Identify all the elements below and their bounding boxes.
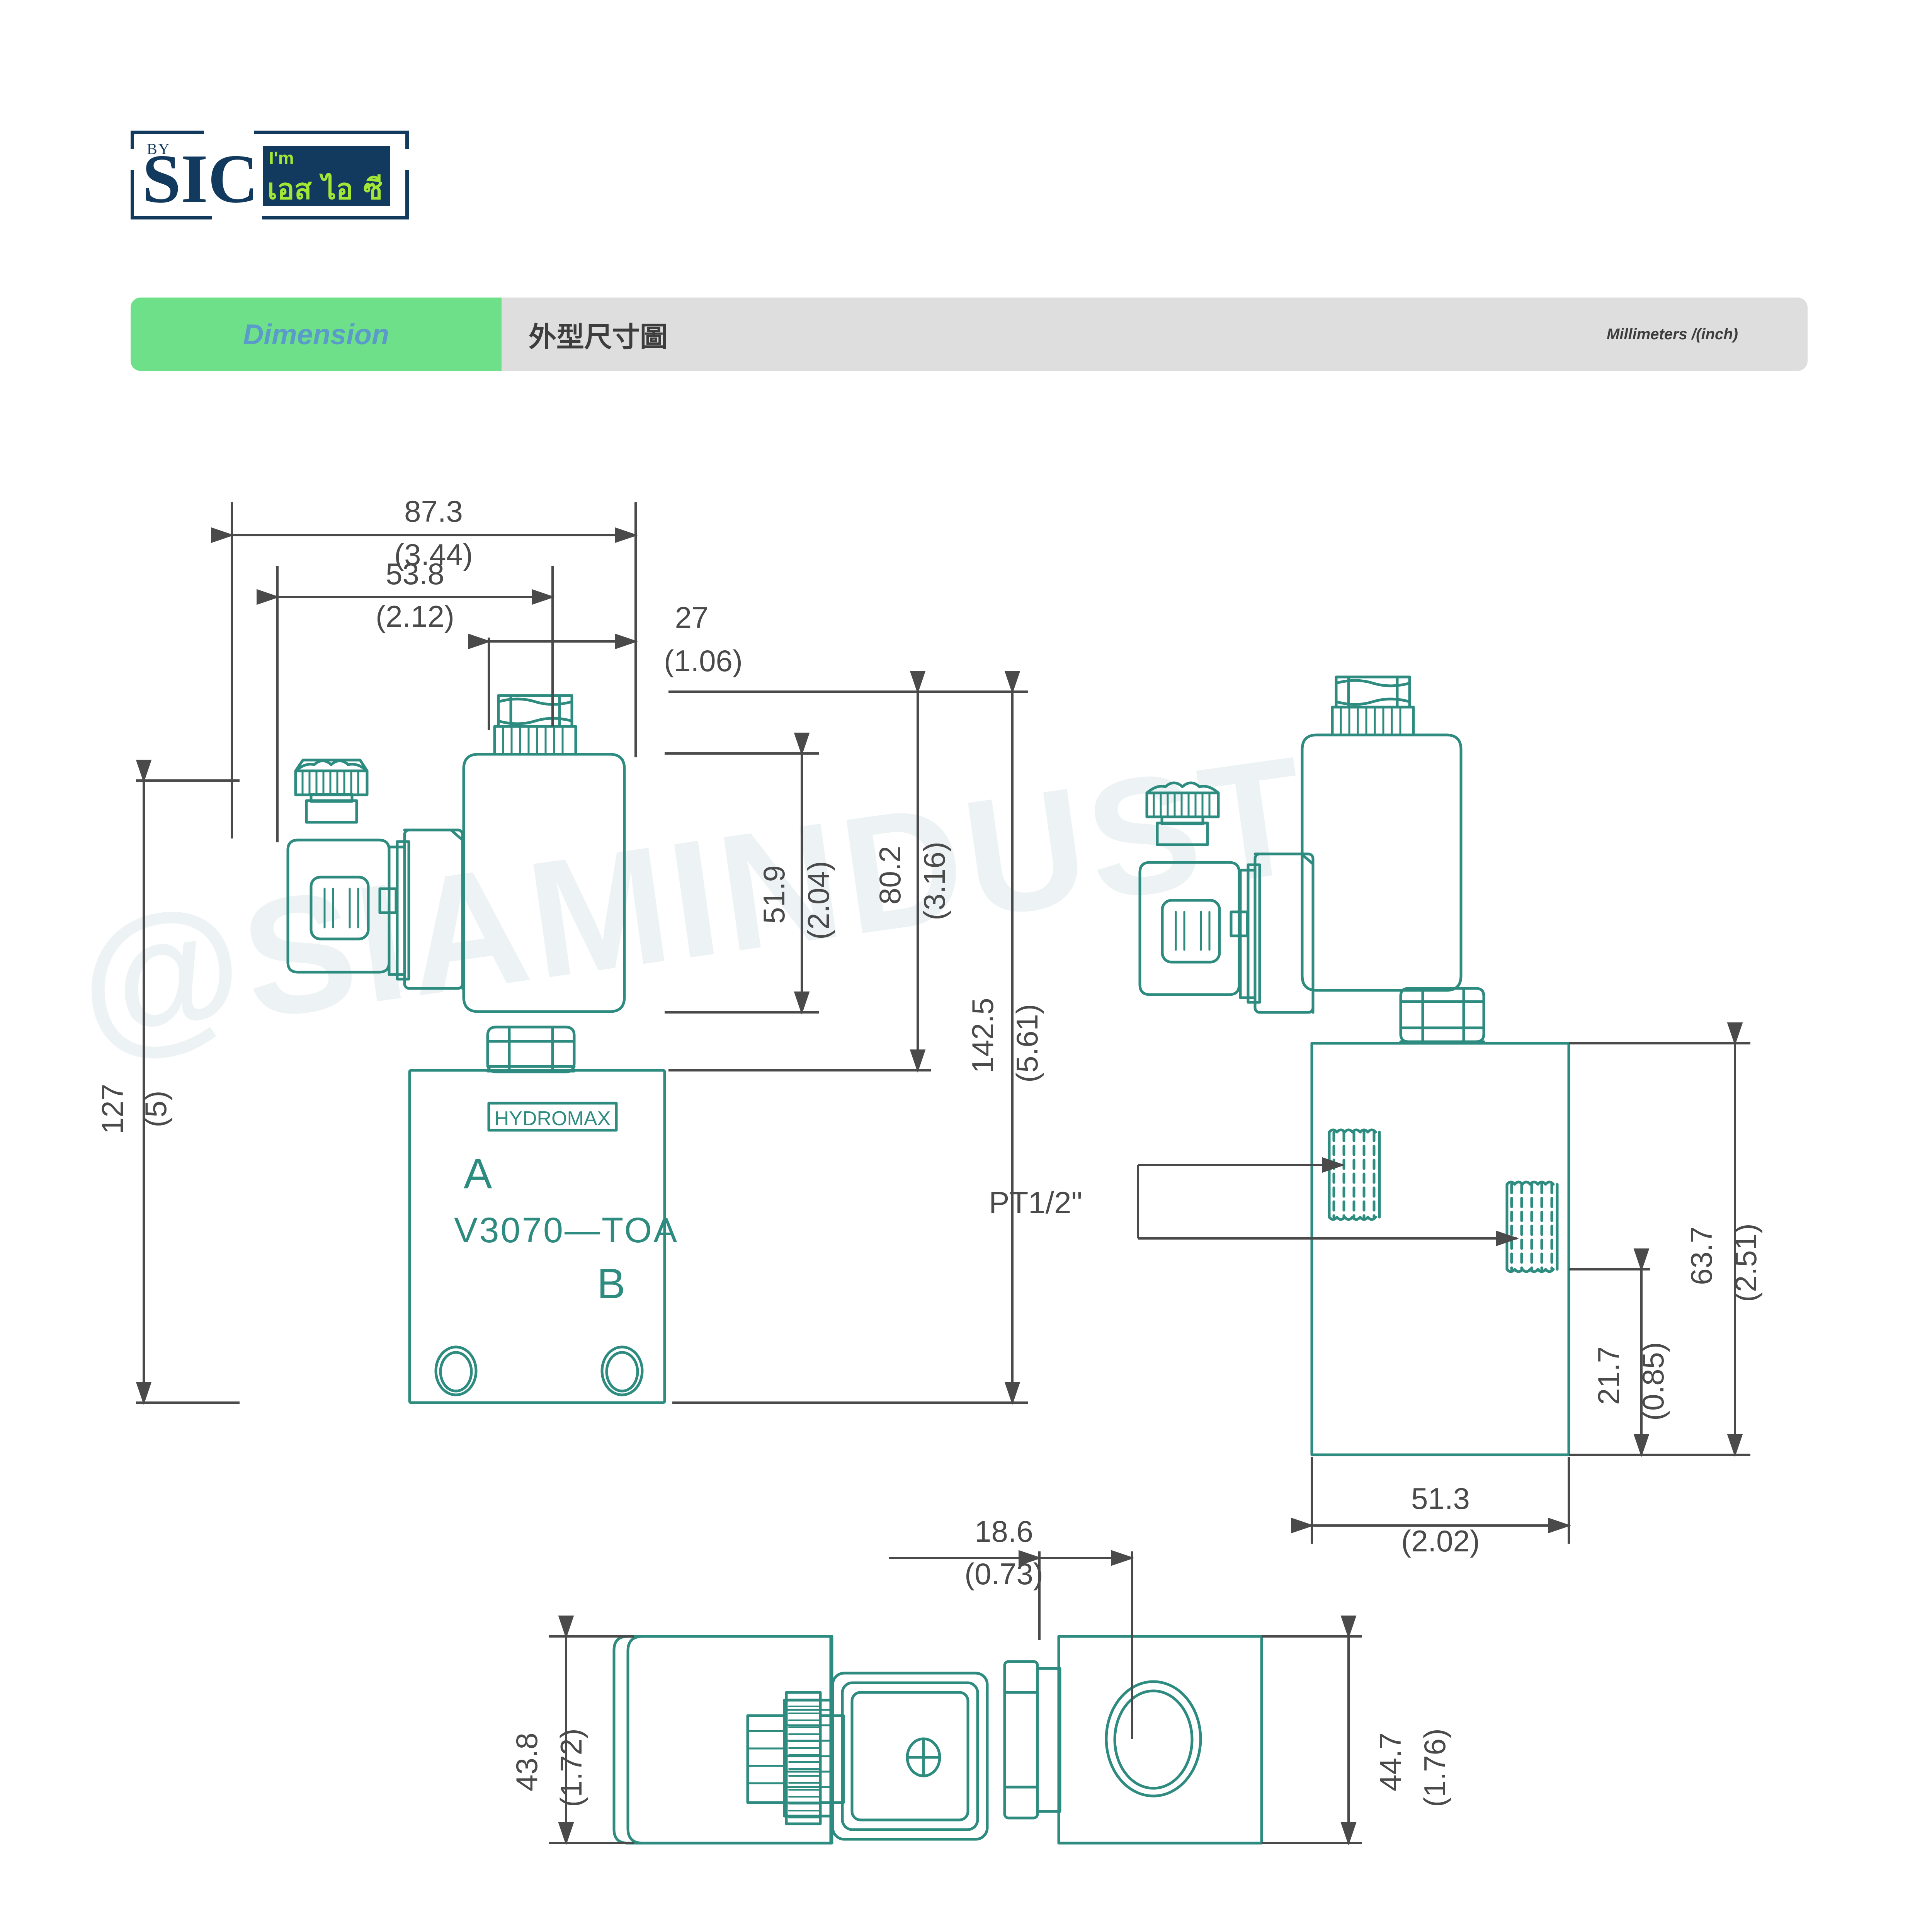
dim-flange-offset-mm: 18.6 bbox=[975, 1514, 1033, 1548]
model-number-label: V3070—TOA bbox=[454, 1211, 679, 1250]
dim-total-height-mm: 142.5 bbox=[966, 998, 1000, 1073]
valve-body-labels: HYDROMAX A V3070—TOA B bbox=[454, 1107, 679, 1308]
dim-coil-depth-mm: 43.8 bbox=[510, 1733, 544, 1791]
dim-overall-height-mm: 127 bbox=[95, 1084, 129, 1134]
dim-stack-height-mm: 80.2 bbox=[873, 846, 907, 905]
dim-offset-width-inch: (2.12) bbox=[376, 599, 454, 633]
port-thread-label: PT1/2" bbox=[989, 1185, 1082, 1220]
svg-text:HYDROMAX: HYDROMAX bbox=[0, 0, 1195, 1932]
dim-flange-offset-inch: (0.73) bbox=[964, 1557, 1043, 1591]
dim-coil-height-inch: (2.04) bbox=[801, 861, 835, 940]
dim-coil-width-inch: (1.06) bbox=[664, 644, 743, 678]
dim-body-height-inch: (2.51) bbox=[1729, 1223, 1763, 1302]
dim-body-depth-mm: 44.7 bbox=[1373, 1733, 1407, 1791]
dim-overall-height-inch: (5) bbox=[139, 1090, 173, 1127]
dim-stack-height-inch: (3.16) bbox=[917, 842, 951, 920]
dim-port-offset-inch: (0.85) bbox=[1636, 1342, 1670, 1421]
dim-body-height-mm: 63.7 bbox=[1684, 1226, 1718, 1285]
dim-body-depth-inch: (1.76) bbox=[1418, 1728, 1452, 1807]
brand-plate-label: HYDROMAX bbox=[495, 1107, 611, 1130]
side-view-geometry bbox=[1140, 677, 1569, 1455]
dim-body-width-mm: 51.3 bbox=[1411, 1481, 1470, 1515]
dim-body-width-inch: (2.02) bbox=[1401, 1524, 1480, 1558]
dim-offset-width-mm: 53.8 bbox=[386, 557, 444, 591]
cap-brand-text: HYDROMAX bbox=[0, 0, 1195, 1932]
dim-total-height-inch: (5.61) bbox=[1010, 1004, 1044, 1083]
dim-overall-width-mm: 87.3 bbox=[404, 494, 463, 528]
dim-coil-width-mm: 27 bbox=[675, 600, 709, 634]
port-b-label: B bbox=[597, 1260, 625, 1308]
dim-coil-depth-inch: (1.72) bbox=[554, 1728, 588, 1807]
top-view-geometry bbox=[614, 1636, 1262, 1843]
dim-port-offset-mm: 21.7 bbox=[1592, 1346, 1626, 1405]
port-a-label: A bbox=[464, 1150, 492, 1197]
dim-coil-height-mm: 51.9 bbox=[757, 865, 791, 924]
